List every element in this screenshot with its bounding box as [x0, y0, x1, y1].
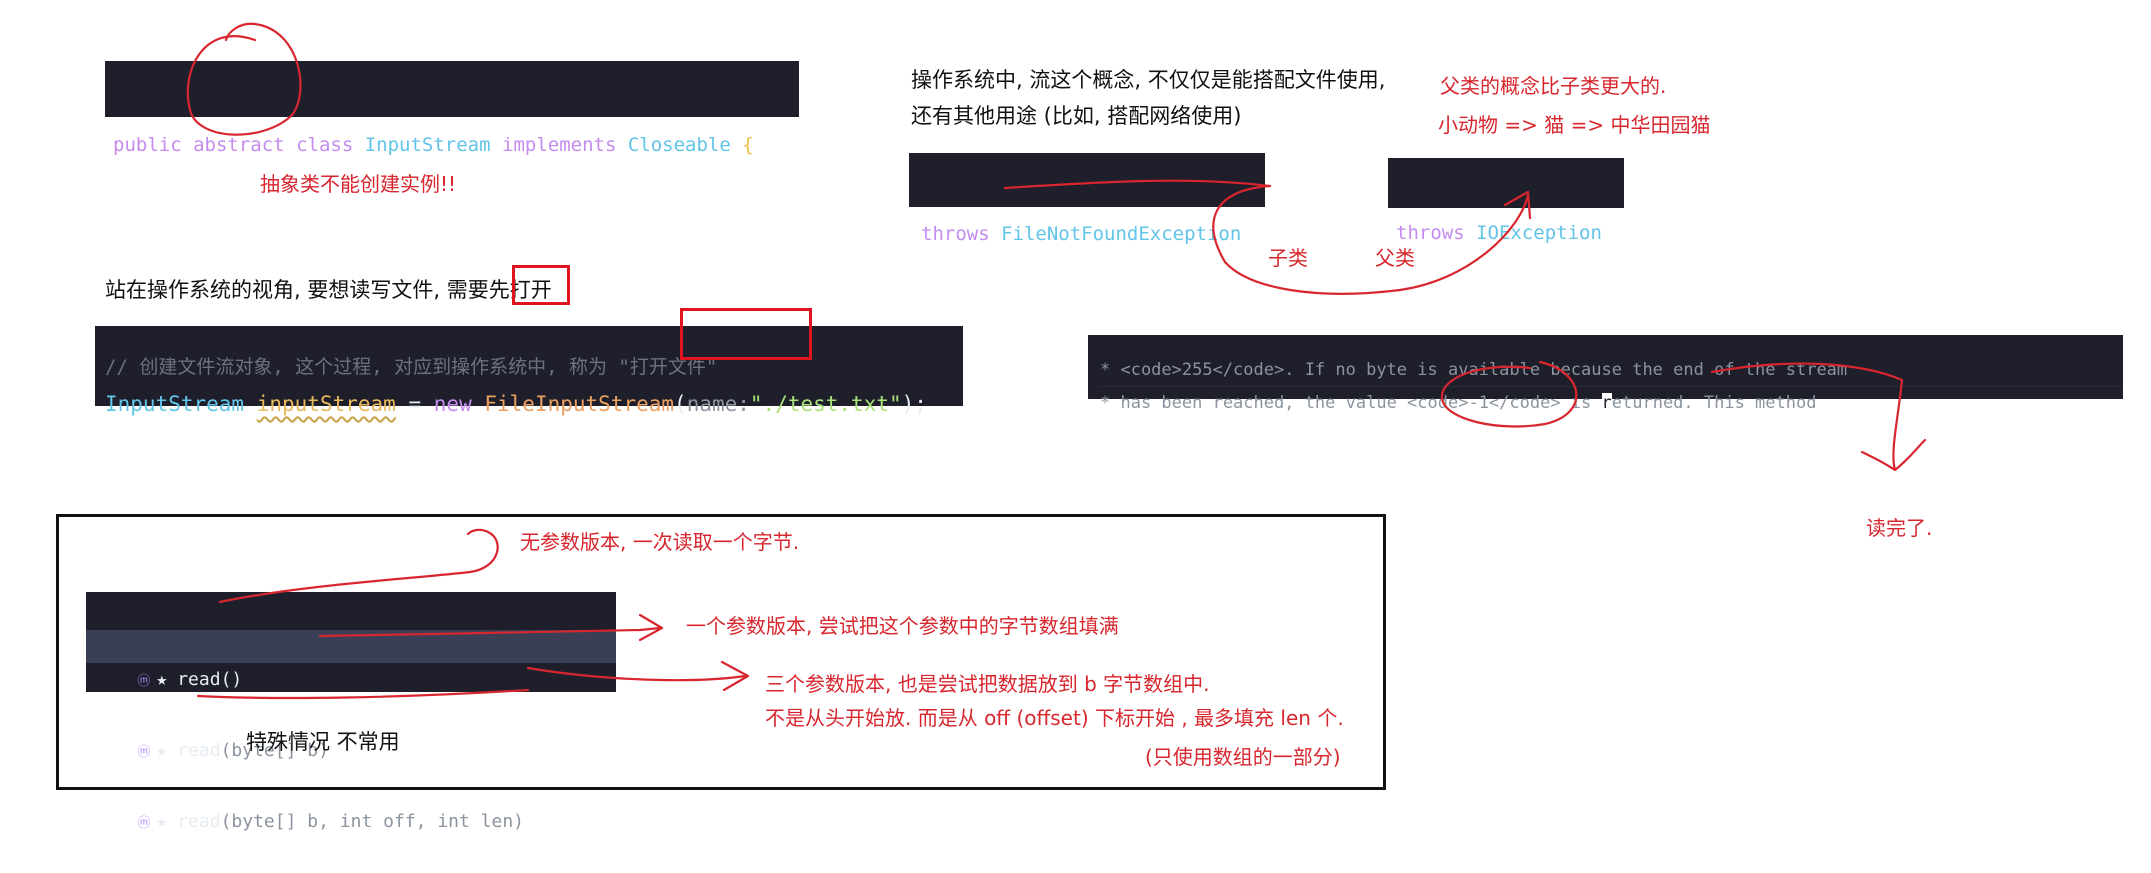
code-comment: // 创建文件流对象, 这个过程, 对应到操作系统中, 称为 "打开文件" [105, 356, 718, 378]
os-view-note: 站在操作系统的视角, 要想读写文件, 需要先打开 [105, 278, 552, 302]
method-icon: ⓜ [137, 674, 151, 689]
open-highlight-box [512, 265, 570, 305]
read-one-param-note: 一个参数版本, 尝试把这个参数中的字节数组填满 [686, 614, 1119, 638]
class-declaration-code: public abstract class InputStream implem… [105, 61, 799, 156]
read-done-note: 读完了. [1866, 516, 1933, 540]
open-file-code: // 创建文件流对象, 这个过程, 对应到操作系统中, 称为 "打开文件" Inp… [95, 326, 963, 416]
read-three-param-note-3: (只使用数组的一部分) [1145, 745, 1341, 769]
method-icon: ⓜ [137, 745, 151, 760]
throws-filenotfound-code: throws FileNotFoundException [909, 153, 1265, 245]
parent-bigger-note: 父类的概念比子类更大的. [1440, 74, 1667, 98]
parentclass-label: 父类 [1375, 246, 1415, 270]
read-three-param-note-1: 三个参数版本, 也是尝试把数据放到 b 字节数组中. [765, 672, 1210, 696]
javadoc-line-2: * has been reached, the value <code>-1</… [1100, 393, 1817, 413]
star-icon: ★ [156, 669, 168, 690]
open-file-highlight-box [680, 308, 812, 360]
stream-concept-line-2: 还有其他用途 (比如, 搭配网络使用) [911, 104, 1242, 128]
stream-concept-line-1: 操作系统中, 流这个概念, 不仅仅是能搭配文件使用, [911, 68, 1386, 92]
read-method-item-2[interactable]: ⓜ★read(byte[] b, int off, int len) [137, 811, 525, 832]
animal-chain-note: 小动物 => 猫 => 中华田园猫 [1438, 113, 1711, 137]
subclass-label: 子类 [1268, 246, 1308, 270]
code-statement: InputStream inputStream = new FileInputS… [105, 392, 927, 416]
javadoc-line-1: * <code>255</code>. If no byte is availa… [1100, 355, 2123, 387]
method-icon: ⓜ [137, 816, 151, 831]
read-method-item-1[interactable]: ⓜ★read(byte[] b) [137, 740, 329, 761]
read-three-param-note-2: 不是从头开始放. 而是从 off (offset) 下标开始 , 最多填充 le… [765, 706, 1344, 730]
read-method-item-0[interactable]: ⓜ★read() [86, 630, 616, 690]
abstract-note: 抽象类不能创建实例!! [260, 172, 457, 196]
special-case-note: 特殊情况 不常用 [246, 730, 400, 754]
javadoc-code: * <code>255</code>. If no byte is availa… [1088, 335, 2123, 413]
text-cursor: r [1601, 393, 1612, 413]
star-icon: ★ [156, 811, 168, 832]
read-no-param-note: 无参数版本, 一次读取一个字节. [520, 530, 800, 554]
star-icon: ★ [156, 740, 168, 761]
throws-ioexception-code: throws IOException [1388, 158, 1624, 244]
read-method-list: ⓜ★read() ⓜ★read(byte[] b) ⓜ★read(byte[] … [86, 592, 616, 832]
read-methods-frame [56, 514, 1386, 790]
